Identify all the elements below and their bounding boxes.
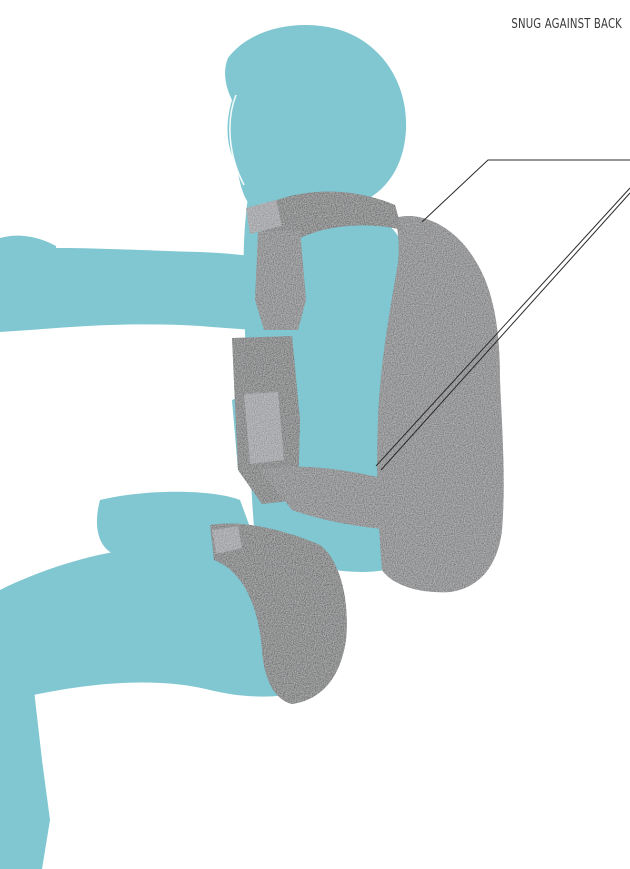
- annotation-label: SNUG AGAINST BACK: [449, 17, 622, 32]
- head-shape: [225, 25, 406, 208]
- hand-shape: [0, 236, 60, 304]
- reserve-handle-pocket: [244, 392, 284, 464]
- person-silhouette: [0, 25, 410, 869]
- leader-line-upper: [422, 160, 630, 222]
- chest-webbing: [255, 230, 306, 330]
